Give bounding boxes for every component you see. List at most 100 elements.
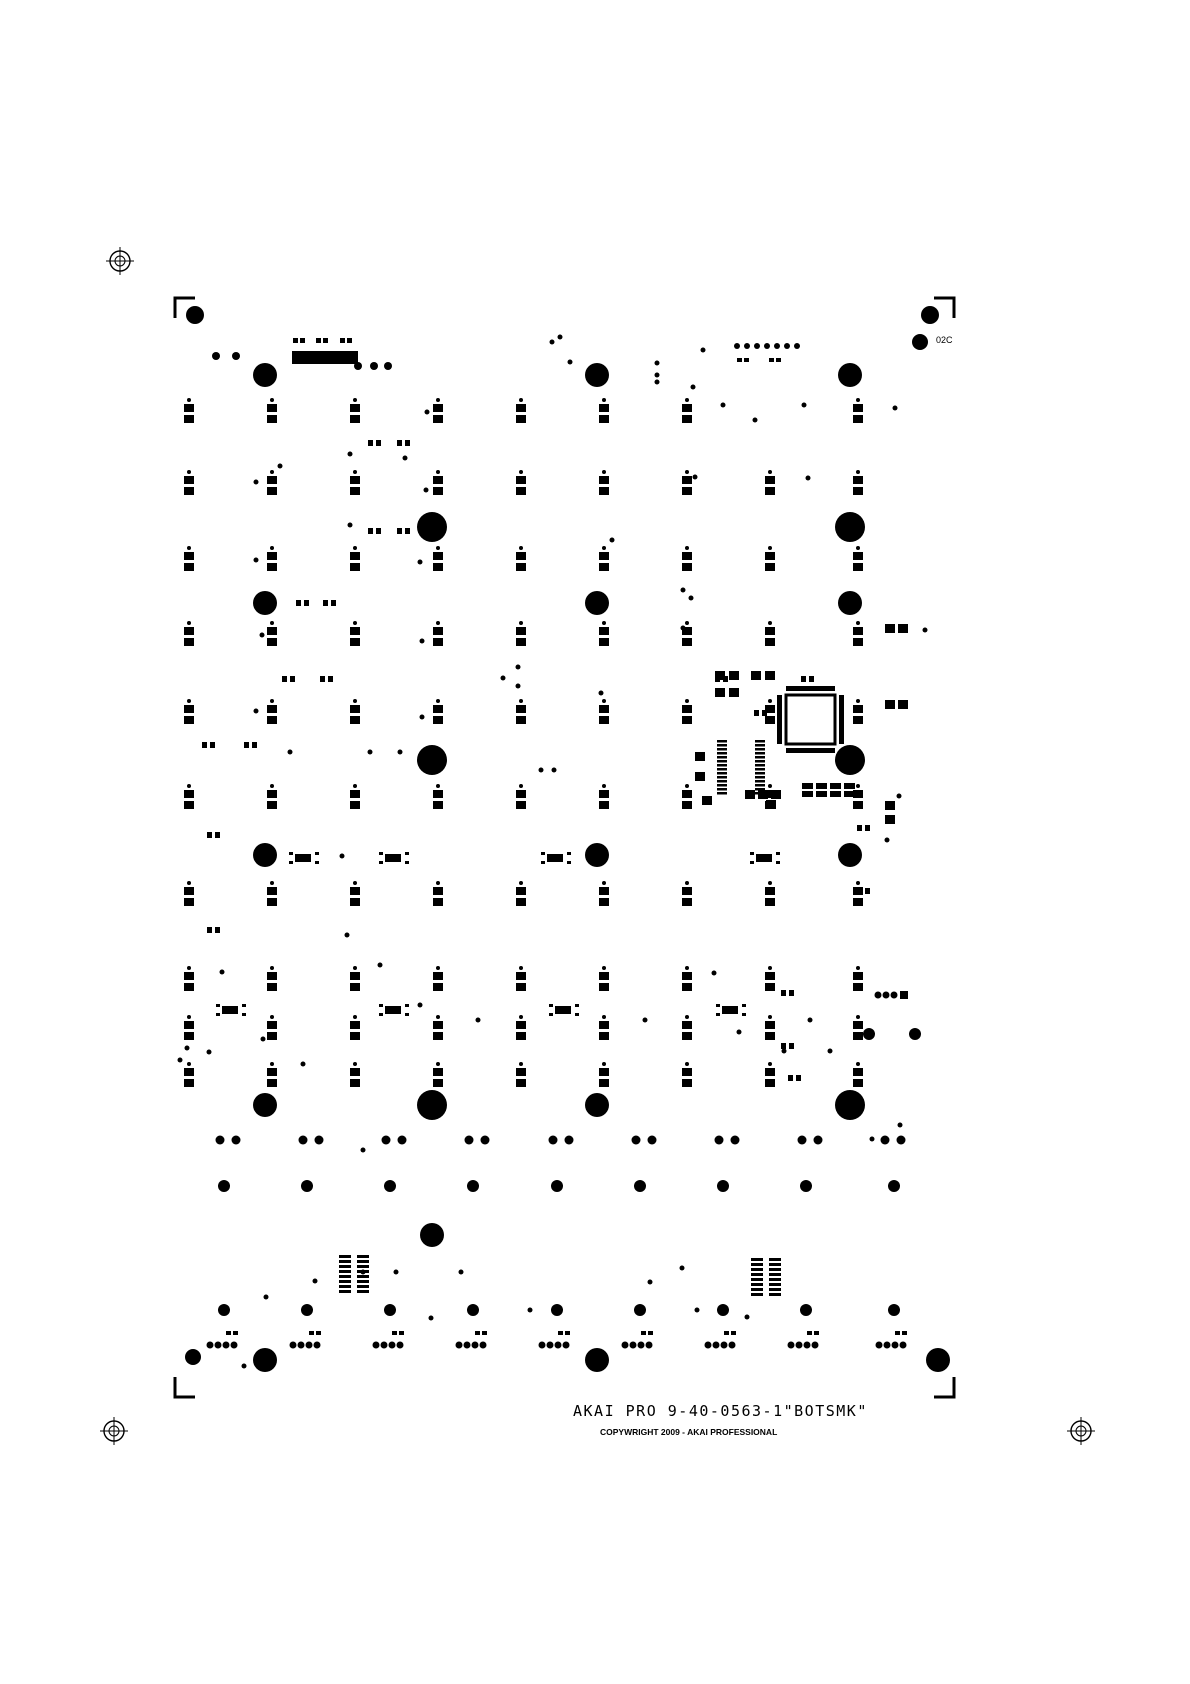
ic-pin-icon	[717, 772, 727, 775]
pin-dot-icon	[863, 1028, 875, 1040]
smd-pad-icon	[682, 1079, 692, 1087]
pin-dot-icon	[900, 1342, 907, 1349]
pin-dot-icon	[384, 1180, 396, 1192]
pad-pin1-dot	[436, 966, 440, 970]
smd-pad-icon	[215, 832, 220, 838]
pin-dot-icon	[381, 1342, 388, 1349]
smd-pad-icon	[405, 528, 410, 534]
smd-pad-icon	[682, 638, 692, 646]
ic-pin-icon	[717, 784, 727, 787]
mounting-hole-icon	[417, 1090, 447, 1120]
via-dot-icon	[681, 588, 686, 593]
smd-pad-icon	[715, 688, 725, 697]
smd-pad-icon	[599, 552, 609, 560]
smd-pad-icon	[267, 627, 277, 635]
via-dot-icon	[643, 1018, 648, 1023]
smd-pad-icon	[282, 676, 287, 682]
ic-pin-icon	[339, 1280, 351, 1283]
pad-pin1-dot	[270, 1062, 274, 1066]
pin-dot-icon	[549, 1136, 558, 1145]
ic-pin-icon	[769, 1273, 781, 1276]
pad-pin1-dot	[270, 546, 274, 550]
smd-pad-icon	[233, 1331, 238, 1335]
smd-pad-icon	[433, 563, 443, 571]
smd-pad-icon	[184, 972, 194, 980]
smd-pad-icon	[184, 1021, 194, 1029]
smd-pad-icon	[599, 415, 609, 423]
smd-pad-icon	[350, 705, 360, 713]
smd-pad-icon	[599, 1068, 609, 1076]
mounting-hole-icon	[253, 1348, 277, 1372]
pad-pin1-dot	[519, 621, 523, 625]
via-dot-icon	[681, 626, 686, 631]
ic-pin-icon	[769, 1263, 781, 1266]
smd-pad-icon	[482, 1331, 487, 1335]
via-dot-icon	[260, 633, 265, 638]
smd-pad-icon	[853, 487, 863, 495]
smd-pad-icon	[316, 1331, 321, 1335]
pin-dot-icon	[884, 1342, 891, 1349]
pin-dot-icon	[883, 992, 890, 999]
smd-pad-icon	[567, 861, 571, 864]
via-dot-icon	[398, 750, 403, 755]
ic-pin-icon	[339, 1255, 351, 1258]
via-dot-icon	[288, 750, 293, 755]
smd-pad-icon	[350, 790, 360, 798]
pad-pin1-dot	[270, 784, 274, 788]
pad-pin1-dot	[768, 699, 772, 703]
via-dot-icon	[501, 676, 506, 681]
smd-pad-icon	[844, 783, 855, 789]
mounting-hole-icon	[921, 306, 939, 324]
via-dot-icon	[693, 475, 698, 480]
ic-pin-icon	[717, 756, 727, 759]
pad-pin1-dot	[519, 699, 523, 703]
pad-pin1-dot	[602, 784, 606, 788]
smd-pad-icon	[853, 1068, 863, 1076]
smd-pad-icon	[853, 627, 863, 635]
pad-pin1-dot	[602, 1015, 606, 1019]
pin-dot-icon	[800, 1304, 812, 1316]
pin-dot-icon	[384, 1304, 396, 1316]
via-dot-icon	[340, 854, 345, 859]
smd-pad-icon	[765, 1068, 775, 1076]
pad-pin1-dot	[768, 546, 772, 550]
via-dot-icon	[418, 1003, 423, 1008]
pad-pin1-dot	[856, 546, 860, 550]
header-connector	[292, 338, 358, 364]
via-dot-icon	[655, 361, 660, 366]
via-dot-icon	[701, 348, 706, 353]
pin-dot-icon	[812, 1342, 819, 1349]
ic-pin-icon	[357, 1265, 369, 1268]
pad-pin1-dot	[353, 699, 357, 703]
via-dot-icon	[802, 403, 807, 408]
pad-pin1-dot	[602, 966, 606, 970]
smd-pad-icon	[742, 1013, 746, 1016]
smd-pad-icon	[599, 627, 609, 635]
smd-pad-icon	[682, 415, 692, 423]
pin-dot-icon	[565, 1136, 574, 1145]
smd-pad-icon	[350, 801, 360, 809]
via-dot-icon	[782, 1049, 787, 1054]
smd-pad-icon	[184, 476, 194, 484]
mounting-hole-icon	[585, 843, 609, 867]
smd-pad-icon	[433, 983, 443, 991]
smd-pad-icon	[184, 638, 194, 646]
smd-pad-icon	[750, 852, 754, 855]
mounting-hole-icon	[835, 1090, 865, 1120]
smd-pad-icon	[830, 783, 841, 789]
smd-pad-icon	[599, 1032, 609, 1040]
sot-package-icon	[295, 854, 311, 862]
via-dot-icon	[425, 410, 430, 415]
corner-label: 02C	[936, 335, 953, 345]
smd-pad-icon	[289, 861, 293, 864]
pad-pin1-dot	[436, 881, 440, 885]
via-dot-icon	[897, 794, 902, 799]
smd-pad-icon	[695, 752, 705, 761]
pin-dot-icon	[384, 362, 392, 370]
pin-dot-icon	[800, 1180, 812, 1192]
smd-pad-icon	[885, 815, 895, 824]
smd-pad-icon	[350, 716, 360, 724]
pin-dot-icon	[881, 1136, 890, 1145]
smd-pad-icon	[682, 1032, 692, 1040]
pad-pin1-dot	[602, 1062, 606, 1066]
